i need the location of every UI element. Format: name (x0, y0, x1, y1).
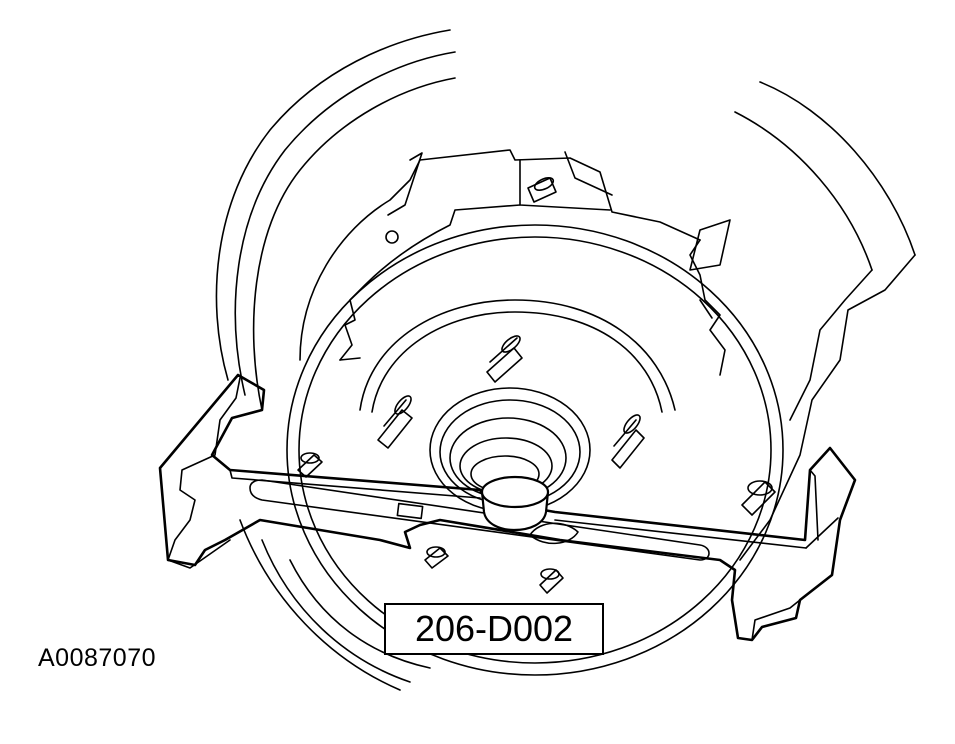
wheel-stud (297, 452, 323, 478)
outer-drum-arcs (215, 29, 916, 411)
wheel-stud (539, 568, 564, 594)
bolt-hole (385, 230, 399, 244)
tool-number-label: 206-D002 (384, 603, 604, 655)
wheel-stud (424, 546, 449, 569)
figure-id-label: A0087070 (38, 644, 157, 672)
tool-slot (249, 479, 710, 561)
tool-body (158, 373, 857, 642)
wheel-stud (377, 395, 413, 449)
special-tool (158, 373, 857, 642)
wheel-stud (741, 480, 776, 516)
wheel-stud (611, 414, 645, 469)
hub-cap (480, 475, 550, 532)
brake-shield (299, 149, 726, 376)
wheel-stud (527, 177, 557, 203)
wheel-studs (297, 177, 776, 594)
backing-plate (689, 219, 916, 561)
wheel-stud (486, 335, 523, 383)
lower-drum-arcs (239, 519, 431, 691)
